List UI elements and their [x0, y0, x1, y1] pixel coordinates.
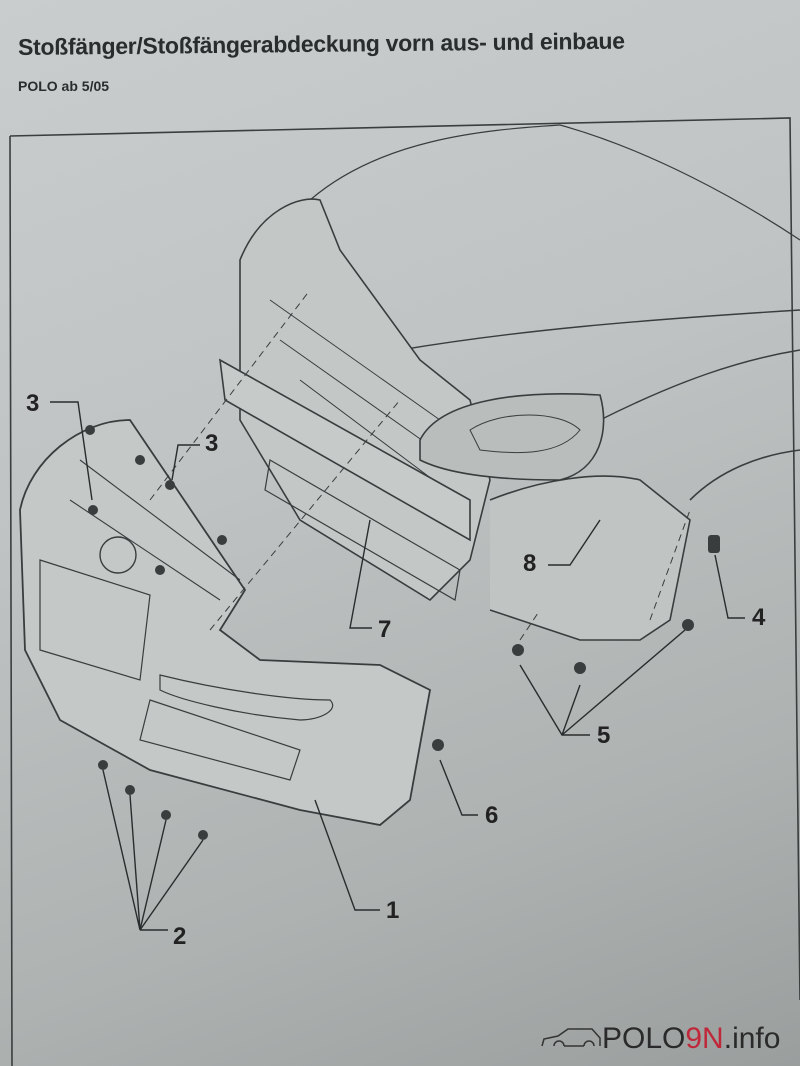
callout-6: 6 — [485, 802, 499, 829]
callout-3-left: 3 — [26, 390, 40, 417]
hood-line — [559, 124, 800, 241]
screws — [85, 425, 720, 840]
diagram-frame — [9, 117, 800, 1066]
headlight — [419, 393, 605, 481]
callout-2: 2 — [173, 923, 187, 950]
grille-left — [39, 559, 151, 681]
callout-1: 1 — [386, 897, 400, 924]
wheel-arch — [689, 449, 800, 501]
bumper-cover — [19, 419, 432, 826]
car-outline-icon — [541, 1028, 601, 1047]
fender-line — [399, 309, 800, 351]
callout-4: 4 — [752, 604, 766, 631]
impact-bar — [219, 358, 471, 542]
emblem — [99, 536, 137, 574]
callout-7: 7 — [378, 616, 392, 643]
side-bracket — [489, 475, 691, 641]
callout-3-right: 3 — [205, 430, 219, 457]
page-subtitle: POLO ab 5/05 — [18, 78, 110, 94]
callout-5: 5 — [597, 722, 611, 749]
callout-8: 8 — [523, 550, 537, 577]
upper-grille — [69, 459, 241, 601]
leader-lines — [50, 401, 745, 931]
lower-grille — [139, 699, 301, 781]
